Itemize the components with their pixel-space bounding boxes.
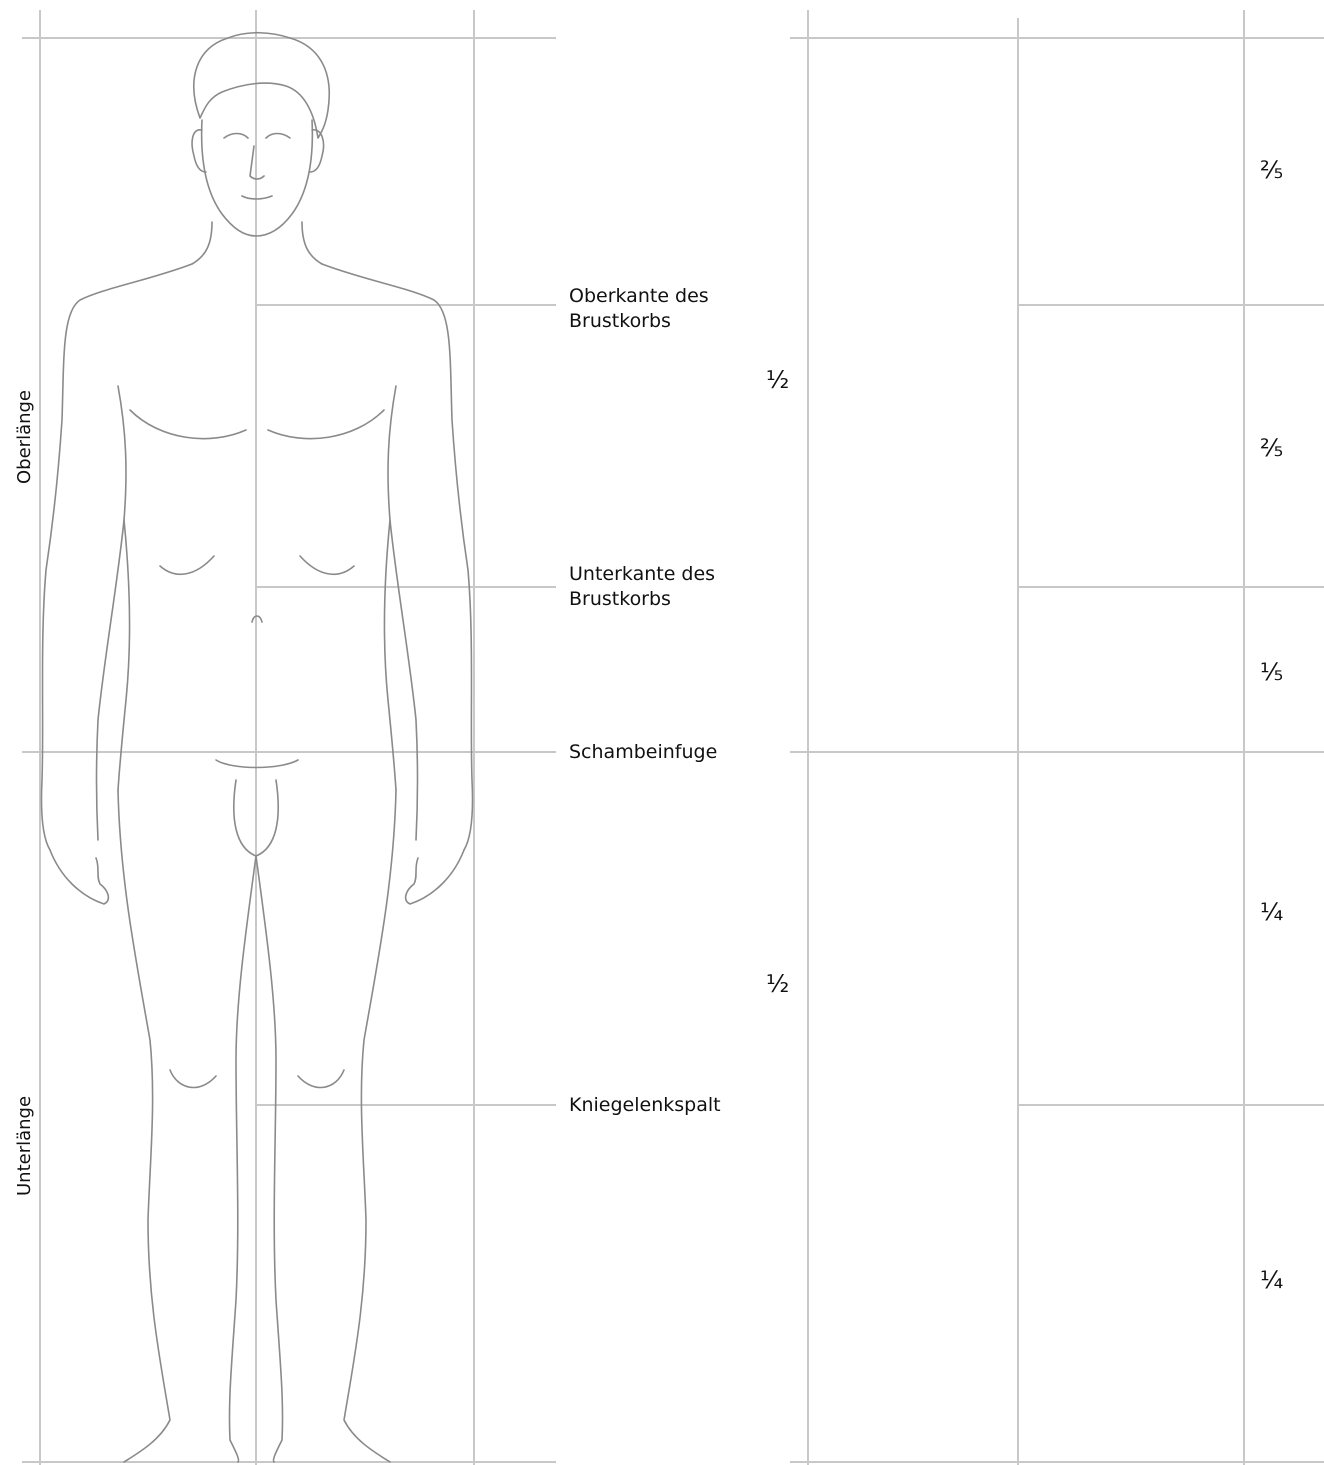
left-pectoral bbox=[130, 410, 246, 439]
left-leg-inner bbox=[229, 856, 256, 1462]
right-ribcage bbox=[300, 556, 354, 574]
chest-top-label: Oberkante des Brustkorbs bbox=[569, 284, 709, 334]
right-arm-inner bbox=[388, 386, 418, 840]
chest-section-fraction: ⅖ bbox=[1260, 434, 1283, 462]
hair bbox=[194, 33, 329, 138]
neck-right bbox=[302, 222, 322, 264]
left-ribcage bbox=[160, 556, 214, 574]
right-guide-lines bbox=[790, 10, 1324, 1465]
left-guide-lines bbox=[22, 10, 556, 1465]
right-knee bbox=[298, 1070, 344, 1087]
lower-length-label: Unterlänge bbox=[14, 1096, 35, 1196]
chest-bottom-label: Unterkante des Brustkorbs bbox=[569, 562, 715, 612]
knee-joint-label: Kniegelenkspalt bbox=[569, 1093, 721, 1118]
left-shoulder-arm-outer bbox=[41, 264, 192, 850]
right-pectoral bbox=[268, 410, 384, 439]
right-leg-inner bbox=[256, 856, 283, 1462]
left-arm-inner bbox=[97, 386, 127, 840]
left-hand bbox=[50, 850, 108, 904]
lower-half-fraction: ½ bbox=[766, 970, 789, 998]
thigh-section-fraction: ¼ bbox=[1260, 898, 1283, 926]
shank-section-fraction: ¼ bbox=[1260, 1266, 1283, 1294]
head-chest-fraction: ⅖ bbox=[1260, 156, 1283, 184]
right-leg-outer bbox=[344, 790, 396, 1462]
upper-half-fraction: ½ bbox=[766, 366, 789, 394]
right-eye bbox=[266, 134, 290, 139]
left-leg-outer bbox=[118, 790, 170, 1462]
abdomen-section-fraction: ⅕ bbox=[1260, 658, 1283, 686]
right-hand bbox=[406, 850, 464, 904]
left-eye bbox=[224, 134, 248, 139]
upper-length-label: Oberlänge bbox=[14, 390, 35, 484]
right-shoulder-arm-outer bbox=[322, 264, 473, 850]
left-knee bbox=[170, 1070, 216, 1087]
pubic-symphysis-label: Schambeinfuge bbox=[569, 740, 717, 765]
neck-left bbox=[192, 222, 212, 264]
